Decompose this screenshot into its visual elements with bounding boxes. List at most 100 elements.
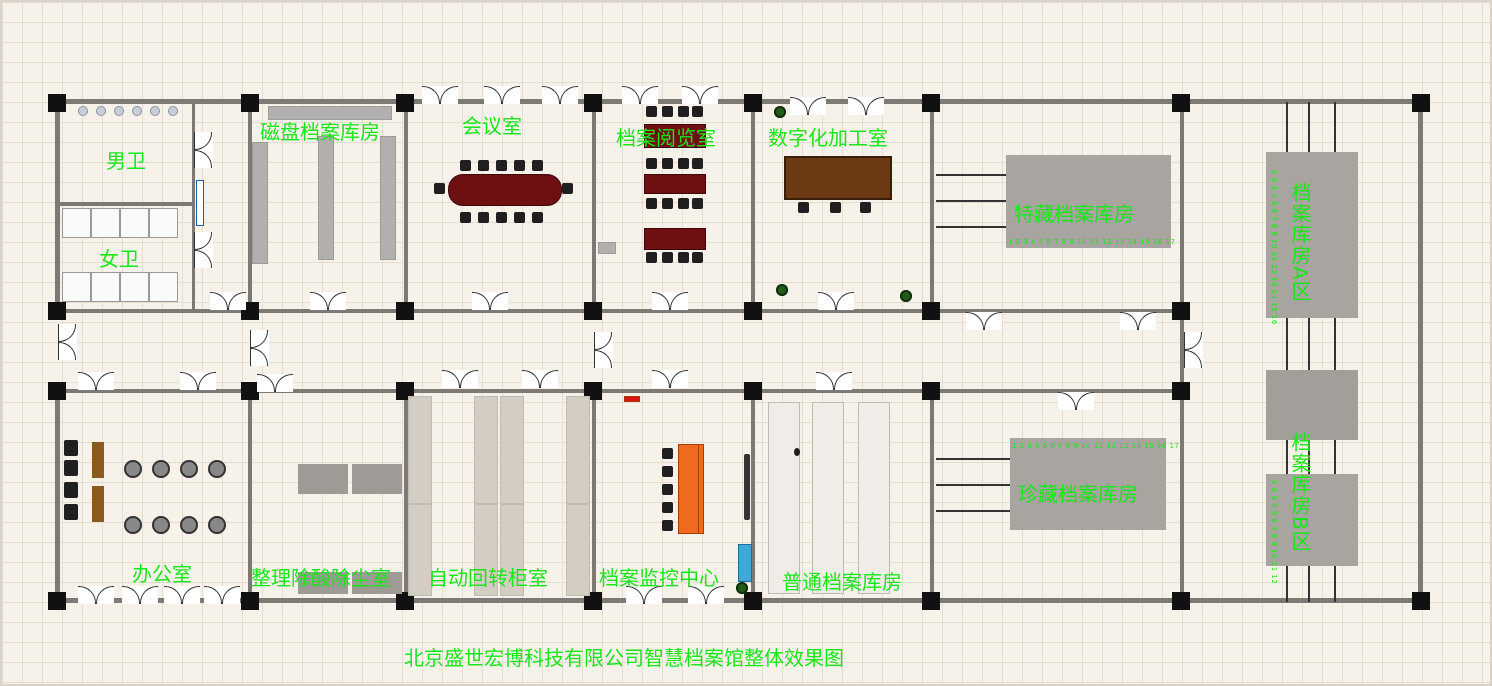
door[interactable]: [682, 86, 718, 104]
stall: [149, 272, 178, 302]
door[interactable]: [1058, 392, 1094, 410]
room-label-general-archive: 普通档案库房: [782, 570, 902, 594]
chair: [460, 212, 471, 223]
column: [922, 592, 940, 610]
rack-numbers: 1 2 3 4 5 6 7 8 9 10 11 12 13 14 15 16: [1270, 170, 1278, 325]
reading-desk: [644, 124, 706, 148]
chair: [478, 160, 489, 171]
door[interactable]: [194, 132, 213, 168]
chair: [662, 520, 673, 531]
chair: [496, 160, 507, 171]
chair: [478, 212, 489, 223]
chair: [64, 460, 78, 476]
toilet: [168, 106, 178, 116]
plant-icon: [900, 290, 912, 302]
rack-rail: [936, 174, 1006, 176]
door[interactable]: [652, 370, 688, 388]
rotary-cabinet: [474, 396, 498, 504]
door[interactable]: [78, 586, 114, 604]
rotary-cabinet: [566, 396, 590, 504]
toilet: [150, 106, 160, 116]
door[interactable]: [1120, 312, 1156, 330]
door[interactable]: [122, 586, 158, 604]
room-label-monitoring-center: 档案监控中心: [599, 566, 719, 590]
chair: [678, 198, 689, 209]
office-chair: [208, 516, 226, 534]
column: [241, 382, 259, 400]
office-chair: [208, 460, 226, 478]
reading-desk: [644, 228, 706, 250]
door[interactable]: [626, 586, 662, 604]
chair: [830, 202, 841, 213]
stall: [120, 208, 149, 238]
room-label-sorting-room: 整理除酸除尘室: [251, 566, 391, 590]
room-label-rotary-cabinet-room: 自动回转柜室: [428, 566, 548, 590]
door[interactable]: [818, 292, 854, 310]
door[interactable]: [257, 374, 293, 392]
door[interactable]: [58, 324, 77, 360]
chair: [678, 106, 689, 117]
door[interactable]: [484, 86, 520, 104]
column: [584, 382, 602, 400]
door[interactable]: [472, 292, 508, 310]
wall-restroom-inner: [192, 102, 195, 312]
chair: [662, 484, 673, 495]
door[interactable]: [542, 86, 578, 104]
door[interactable]: [250, 330, 269, 366]
door[interactable]: [652, 292, 688, 310]
door[interactable]: [310, 292, 346, 310]
door[interactable]: [164, 586, 200, 604]
archive-rack-block: [1006, 155, 1171, 248]
wall-v5: [930, 102, 934, 312]
column: [48, 302, 66, 320]
stall: [120, 272, 149, 302]
toilet: [96, 106, 106, 116]
wall-corridor-lower: [56, 389, 1186, 393]
rack-rail: [936, 226, 1006, 228]
plant-icon: [736, 582, 748, 594]
stall: [62, 208, 91, 238]
door[interactable]: [1184, 332, 1203, 368]
chair: [496, 212, 507, 223]
office-chair: [180, 516, 198, 534]
office-desk: [92, 442, 104, 478]
door[interactable]: [522, 370, 558, 388]
scanning-table: [784, 156, 892, 200]
door[interactable]: [816, 372, 852, 390]
room-label-precious-archive: 珍藏档案库房: [1018, 482, 1138, 506]
door[interactable]: [966, 312, 1002, 330]
zone-rail: [1286, 102, 1288, 602]
door[interactable]: [180, 372, 216, 390]
door[interactable]: [622, 86, 658, 104]
door[interactable]: [790, 97, 826, 115]
rotary-cabinet: [408, 396, 432, 504]
door[interactable]: [442, 370, 478, 388]
room-label-disk-archive: 磁盘档案库房: [260, 120, 380, 144]
plan-caption: 北京盛世宏博科技有限公司智慧档案馆整体效果图: [404, 646, 844, 670]
column: [584, 302, 602, 320]
column: [744, 382, 762, 400]
archive-rack-block: [1266, 152, 1358, 318]
archive-shelf: [812, 402, 844, 594]
column: [396, 592, 414, 610]
rack-rail: [936, 458, 1010, 460]
door[interactable]: [848, 97, 884, 115]
office-chair: [152, 516, 170, 534]
work-table: [352, 572, 402, 594]
reading-desk: [644, 174, 706, 194]
chair: [64, 482, 78, 498]
door[interactable]: [210, 292, 246, 310]
door[interactable]: [194, 232, 213, 268]
door[interactable]: [422, 86, 458, 104]
door[interactable]: [594, 332, 613, 368]
chair: [514, 160, 525, 171]
room-label-office: 办公室: [132, 562, 192, 586]
office-chair: [124, 460, 142, 478]
door[interactable]: [688, 586, 724, 604]
door[interactable]: [204, 586, 240, 604]
door[interactable]: [78, 372, 114, 390]
office-chair: [180, 460, 198, 478]
stall: [91, 272, 120, 302]
rack-numbers: 1 2 3 4 5 6 7 8 9 10 11 12 13 14 15 16 1…: [1008, 238, 1176, 246]
